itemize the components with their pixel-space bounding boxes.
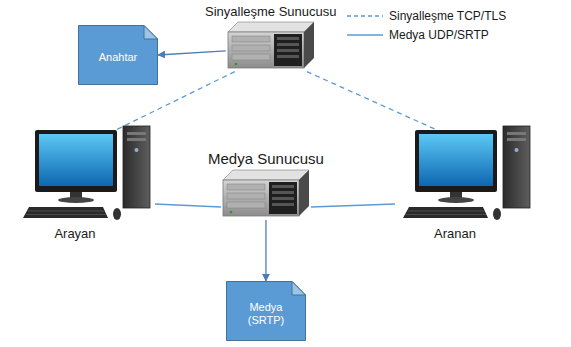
key-document: Anahtar: [78, 25, 158, 85]
document-fold: [292, 282, 306, 296]
media-document: Medya (SRTP): [226, 281, 306, 341]
callee-computer: Aranan: [395, 124, 535, 242]
node-title: Aranan: [395, 226, 515, 242]
signaling-server: Sinyalleşme Sunucusu: [205, 4, 337, 72]
node-title: Medya Sunucusu: [208, 150, 324, 168]
legend-line-sample: [345, 30, 385, 40]
document-fold: [144, 26, 158, 40]
legend-text: Sinyalleşme TCP/TLS: [389, 9, 506, 23]
media-link: [265, 220, 266, 281]
media-link: [155, 204, 221, 207]
document-body: [79, 26, 158, 85]
media-link: [158, 51, 226, 55]
server-icon: [226, 20, 316, 72]
document-label: Medya (SRTP): [240, 301, 292, 327]
document-label: Anahtar: [86, 51, 150, 64]
media-server: Medya Sunucusu: [208, 150, 324, 220]
legend-line-sample: [345, 11, 385, 21]
media-link: [311, 204, 395, 207]
signaling-link: [307, 72, 437, 130]
computer-icon: [15, 124, 155, 224]
legend-text: Medya UDP/SRTP: [389, 28, 489, 42]
node-title: Arayan: [15, 226, 135, 242]
caller-computer: Arayan: [15, 124, 155, 242]
document-body: [226, 282, 305, 341]
legend-entry: Sinyalleşme TCP/TLS: [345, 9, 506, 23]
computer-icon: [395, 124, 535, 224]
legend-entry: Medya UDP/SRTP: [345, 28, 489, 42]
server-icon: [221, 168, 311, 220]
node-title: Sinyalleşme Sunucusu: [205, 4, 337, 20]
